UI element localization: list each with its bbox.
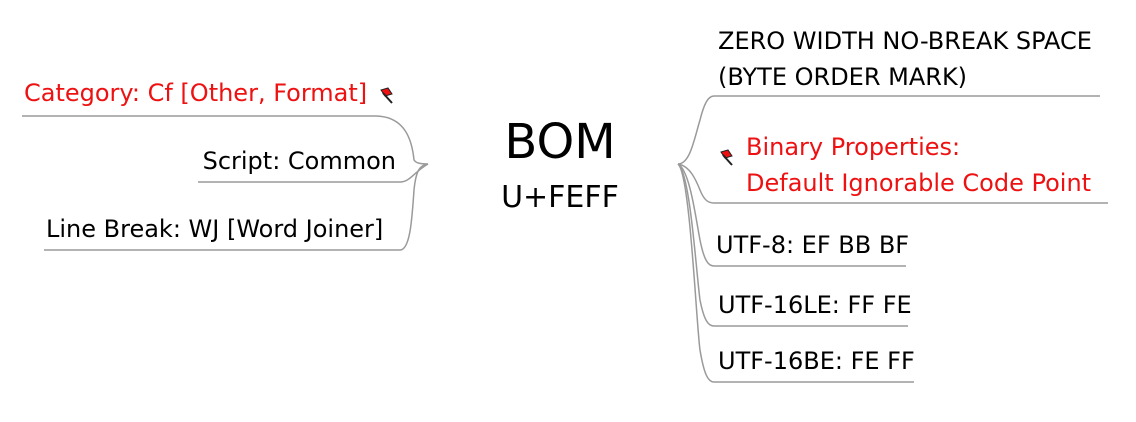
right-branch-utf8: UTF-8: EF BB BF bbox=[716, 231, 910, 259]
right-branch-name-line1: ZERO WIDTH NO-BREAK SPACE bbox=[718, 27, 1092, 55]
left-connector-script bbox=[399, 163, 429, 183]
left-connector-category bbox=[374, 115, 429, 165]
right-connector-utf16le bbox=[677, 163, 715, 327]
left-branch-linebreak: Line Break: WJ [Word Joiner] bbox=[46, 215, 384, 243]
right-branch-binary-line2: Default Ignorable Code Point bbox=[746, 169, 1092, 197]
right-branch-binary-line1: Binary Properties: bbox=[746, 133, 961, 161]
right-connector-binary bbox=[677, 163, 715, 204]
left-branch-category: Category: Cf [Other, Format] bbox=[24, 79, 368, 107]
flag-icon bbox=[380, 87, 393, 104]
central-topic-title: BOM bbox=[504, 114, 616, 170]
right-branch-name-line2: (BYTE ORDER MARK) bbox=[718, 63, 968, 91]
right-connector-utf16be bbox=[677, 163, 715, 383]
right-branch-utf16be: UTF-16BE: FE FF bbox=[718, 347, 915, 375]
left-connector-linebreak bbox=[399, 163, 429, 251]
right-branch-utf16le: UTF-16LE: FF FE bbox=[718, 291, 912, 319]
right-connector-utf8 bbox=[677, 163, 715, 267]
right-connector-name bbox=[677, 95, 715, 165]
left-branch-script: Script: Common bbox=[202, 147, 396, 175]
flag-icon bbox=[720, 149, 733, 166]
central-topic-codepoint: U+FEFF bbox=[501, 180, 619, 215]
